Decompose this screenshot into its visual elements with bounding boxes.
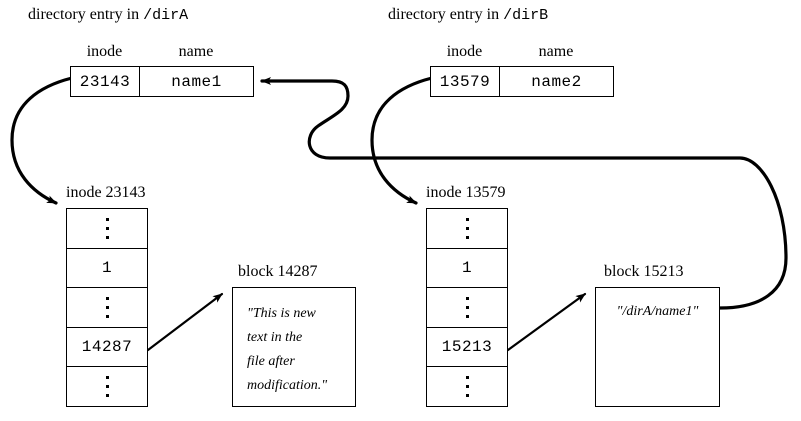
column-header-inode-b: inode xyxy=(446,43,483,60)
title-dir-b: directory entry in /dirB xyxy=(388,6,549,24)
block-box-b: "/dirA/name1" xyxy=(595,287,720,407)
inode-b-row-3: 15213 xyxy=(427,328,507,368)
direntry-b-inode: 13579 xyxy=(431,67,500,96)
block-a-text: "This is new text in the file after modi… xyxy=(247,306,328,393)
title-dir-a-prefix: directory entry in xyxy=(28,6,140,23)
title-dir-a-path: /dirA xyxy=(143,7,189,24)
inode-a-row-0 xyxy=(67,209,147,249)
direntry-row-b[interactable]: 13579 name2 xyxy=(430,66,614,97)
inode-a-row-4 xyxy=(67,367,147,406)
title-dir-b-path: /dirB xyxy=(503,7,549,24)
inode-b-row-1: 1 xyxy=(427,249,507,289)
inode-b-row-4 xyxy=(427,367,507,406)
arrow-inode-b-to-block-b xyxy=(506,292,587,352)
inode-a-row-3: 14287 xyxy=(67,328,147,368)
arrow-inode-a-to-block-a xyxy=(146,292,224,352)
column-header-inode-a: inode xyxy=(86,43,123,60)
column-header-name-a: name xyxy=(178,43,214,60)
vertical-ellipsis-icon xyxy=(105,374,109,399)
arrow-direntry-a-to-inode-a xyxy=(10,76,74,205)
inode-b-row-2 xyxy=(427,288,507,328)
direntry-a-inode: 23143 xyxy=(71,67,140,96)
vertical-ellipsis-icon xyxy=(105,216,109,241)
inode-b-row-0 xyxy=(427,209,507,249)
inode-b-title: inode 13579 xyxy=(426,184,506,201)
arrow-direntry-b-to-inode-b xyxy=(370,76,434,205)
block-a-title: block 14287 xyxy=(238,263,318,280)
title-dir-b-prefix: directory entry in xyxy=(388,6,500,23)
arrow-symlink-target-to-direntry-a xyxy=(260,77,788,310)
inode-table-a: 1 14287 xyxy=(66,208,148,407)
block-box-a: "This is new text in the file after modi… xyxy=(232,287,356,407)
inode-a-row-2 xyxy=(67,288,147,328)
direntry-a-name: name1 xyxy=(171,72,222,91)
title-dir-a: directory entry in /dirA xyxy=(28,6,189,24)
vertical-ellipsis-icon xyxy=(105,295,109,320)
inode-table-b: 1 15213 xyxy=(426,208,508,407)
inode-a-row-1: 1 xyxy=(67,249,147,289)
vertical-ellipsis-icon xyxy=(465,216,469,241)
column-header-name-b: name xyxy=(538,43,574,60)
vertical-ellipsis-icon xyxy=(465,374,469,399)
block-b-text: "/dirA/name1" xyxy=(616,304,699,319)
block-b-title: block 15213 xyxy=(604,263,684,280)
inode-a-title: inode 23143 xyxy=(66,184,146,201)
direntry-row-a[interactable]: 23143 name1 xyxy=(70,66,254,97)
vertical-ellipsis-icon xyxy=(465,295,469,320)
direntry-b-name: name2 xyxy=(531,72,582,91)
